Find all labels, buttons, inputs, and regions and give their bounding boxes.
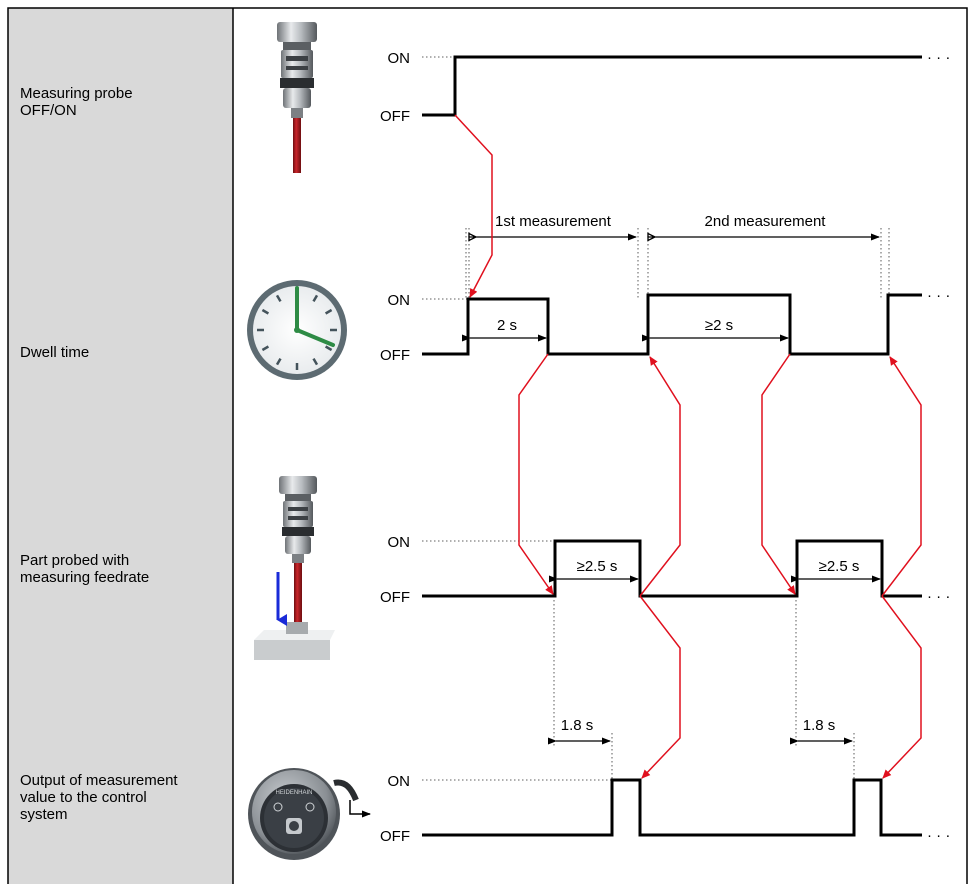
dwell-duration-first: 2 s [497,317,517,334]
second-interval-arrow [648,234,879,241]
row-label-output: Output of measurement value to the contr… [20,772,230,823]
first-interval-arrow [469,234,636,241]
probe-touching-part-icon [254,476,335,660]
level-on-label: ON [388,534,411,551]
level-on-label: ON [388,50,411,67]
probe-on-signal [422,57,922,115]
svg-text:HEIDENHAIN: HEIDENHAIN [275,790,312,796]
row-label-probing: Part probed with measuring feedrate [20,552,230,586]
continuation-mark: · · · [927,827,950,844]
signal-waveforms [422,57,922,835]
continuation-mark: · · · [927,287,950,304]
causal-arrow [882,596,921,778]
level-on-label: ON [388,292,411,309]
duration-labels: 1st measurement 2nd measurement 2 s ≥2 s… [495,213,859,734]
causal-arrow [640,357,680,596]
causal-arrow [640,596,680,778]
dwell-duration-second: ≥2 s [705,317,733,334]
causal-arrow [762,354,795,594]
causal-arrow [882,357,921,596]
level-off-label: OFF [380,828,410,845]
receiver-unit-icon: HEIDENHAIN [248,768,370,860]
level-off-label: OFF [380,589,410,606]
clock-icon [247,280,347,380]
dimension-arrows [469,234,880,742]
level-on-label: ON [388,773,411,790]
level-off-label: OFF [380,347,410,364]
second-measurement-label: 2nd measurement [705,213,827,230]
level-off-label: OFF [380,108,410,125]
probe-duration-second: ≥2.5 s [819,558,860,575]
causal-arrow [519,354,553,594]
output-delay-second: 1.8 s [803,717,836,734]
level-labels: ON OFF ON OFF ON OFF ON OFF [380,50,410,845]
measuring-probe-icon [277,22,317,173]
causal-arrow [455,115,492,297]
row-label-probe: Measuring probe OFF/ON [20,85,230,119]
output-delay-first: 1.8 s [561,717,594,734]
continuation-dots: · · · · · · · · · · · · [927,49,950,844]
probe-duration-first: ≥2.5 s [577,558,618,575]
row-label-dwell: Dwell time [20,344,230,361]
output-signal [422,780,922,835]
first-measurement-label: 1st measurement [495,213,612,230]
continuation-mark: · · · [927,49,950,66]
continuation-mark: · · · [927,588,950,605]
label-column [8,8,233,884]
